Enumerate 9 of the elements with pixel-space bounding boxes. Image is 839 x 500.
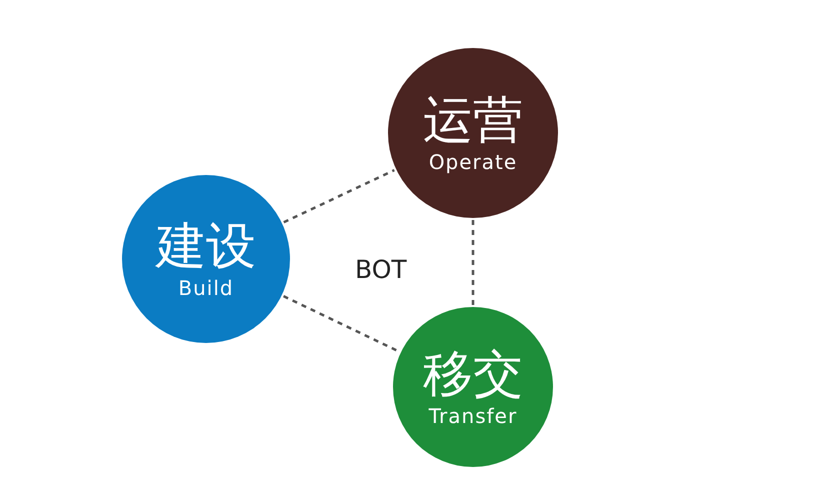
center-label: BOT bbox=[355, 255, 407, 284]
stage-title: 建设 bbox=[156, 217, 256, 275]
stage-subtitle: Build bbox=[178, 275, 234, 301]
stage-title: 运营 bbox=[423, 91, 523, 149]
stage-title: 移交 bbox=[423, 345, 523, 403]
dashed-connector bbox=[283, 169, 395, 224]
stage-subtitle: Transfer bbox=[428, 403, 518, 429]
stage-subtitle: Operate bbox=[428, 149, 518, 175]
dashed-connector bbox=[472, 220, 474, 305]
